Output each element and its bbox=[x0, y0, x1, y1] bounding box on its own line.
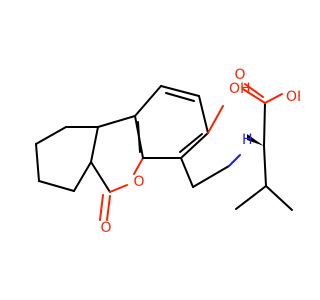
bond bbox=[90, 126, 99, 163]
bond bbox=[180, 132, 209, 159]
bond bbox=[198, 95, 209, 134]
carbonyl-oxygen-label: O bbox=[100, 220, 111, 236]
bond bbox=[35, 126, 67, 145]
bond bbox=[73, 161, 92, 192]
bond bbox=[109, 184, 128, 193]
benzene-ring bbox=[134, 85, 209, 159]
carbonyl-bond bbox=[106, 195, 111, 221]
valine-residue bbox=[235, 83, 293, 211]
bond bbox=[192, 165, 230, 188]
bond bbox=[134, 85, 162, 117]
bond bbox=[228, 154, 241, 167]
structure-canvas: OH O O H OH O bbox=[35, 67, 300, 236]
bond bbox=[235, 185, 267, 210]
amine-nh-label: H bbox=[242, 132, 253, 148]
bond bbox=[179, 133, 203, 153]
bond bbox=[160, 85, 200, 97]
bond bbox=[137, 121, 141, 153]
bond bbox=[263, 102, 266, 147]
cyclopentane-ring bbox=[35, 126, 99, 192]
carbonyl-bond bbox=[242, 88, 266, 104]
bond bbox=[180, 157, 194, 188]
carbonyl-bond bbox=[244, 83, 264, 98]
bond bbox=[263, 145, 267, 187]
molecule-diagram: OH O O H OH O bbox=[35, 67, 300, 236]
acid-carbonyl-label: O bbox=[234, 67, 245, 83]
phenol-oh-label: OH bbox=[229, 81, 251, 97]
bond bbox=[264, 93, 283, 104]
bond bbox=[165, 92, 195, 102]
aminomethyl-linker bbox=[180, 154, 241, 188]
bond bbox=[207, 105, 224, 134]
wedge-bond bbox=[247, 134, 264, 146]
ring-oxygen-label: O bbox=[133, 174, 144, 190]
bond bbox=[265, 185, 293, 211]
bond bbox=[38, 180, 75, 192]
bond bbox=[97, 115, 136, 128]
pyranone-ring bbox=[90, 115, 144, 221]
carbonyl-bond bbox=[99, 194, 104, 221]
acid-oh-label: OH bbox=[286, 89, 300, 105]
bond bbox=[133, 157, 144, 175]
bond bbox=[90, 161, 111, 193]
bond bbox=[35, 143, 40, 182]
